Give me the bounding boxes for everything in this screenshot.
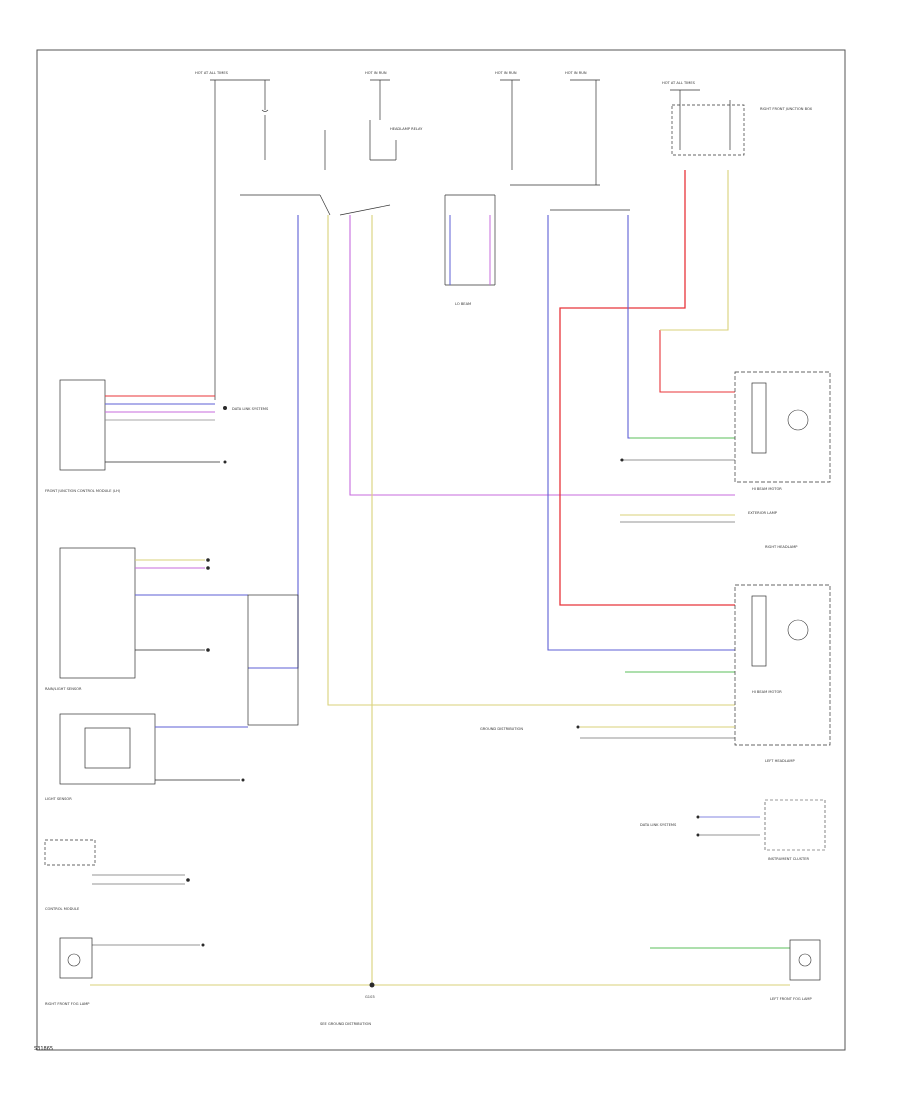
rh-headlamp-label: RIGHT HEADLAMP — [765, 545, 798, 549]
rh-headlamp-component — [620, 371, 831, 523]
data-link-label-1: DATA LINK SYSTEMS — [232, 407, 269, 411]
control-module-label: CONTROL MODULE — [45, 907, 80, 911]
exterior-lamp-label-1: EXTERIOR LAMP — [748, 511, 778, 515]
ground-bottom-label: G103 — [365, 995, 375, 999]
hi-beam-motor-label: HI BEAM MOTOR — [752, 487, 782, 491]
left-front-fog-label: LEFT FRONT FOG LAMP — [770, 997, 812, 1001]
ground-splice — [369, 982, 375, 988]
see-ground-label: SEE GROUND DISTRIBUTION — [320, 1022, 371, 1026]
wire-red-main — [559, 170, 735, 606]
top-fuse-block-mid — [324, 79, 397, 170]
top-fuse-block-left — [210, 79, 270, 400]
wire-yellow-rh — [660, 170, 729, 331]
ground-dist-label: GROUND DISTRIBUTION — [480, 727, 523, 731]
front-lh-module — [59, 379, 227, 471]
wire-blue-lh — [547, 215, 735, 651]
right-front-fog-lamp — [59, 937, 205, 979]
instrument-cluster-right — [696, 799, 826, 851]
top-fuse-block-far-right — [670, 89, 745, 156]
light-relay-label: HEADLAMP RELAY — [390, 127, 423, 131]
instrument-cluster — [44, 839, 190, 885]
light-sensor-label: LIGHT SENSOR — [45, 797, 72, 801]
page-code: S31865 — [34, 1046, 54, 1052]
lo-beam-motor-label: HI BEAM MOTOR — [752, 690, 782, 694]
data-link-label-2: DATA LINK SYSTEMS — [640, 823, 677, 827]
lh-headlamp-label: LEFT HEADLAMP — [765, 759, 795, 763]
wire-violet-main — [349, 215, 735, 496]
top-fuse-block-right — [500, 79, 600, 186]
hi-lo-switch-label: LO BEAM — [455, 302, 471, 306]
wire-yellow-lh-headlamp — [327, 215, 735, 706]
hot-in-run-label-2: HOT IN RUN — [495, 71, 517, 75]
rain-light-sensor — [59, 547, 248, 679]
hot-in-run-label-1: HOT IN RUN — [365, 71, 387, 75]
left-front-fog-lamp — [789, 939, 821, 981]
connector-box-middle — [247, 594, 299, 726]
wire-blue-rh — [627, 215, 735, 439]
diagram-border — [36, 49, 846, 1051]
hot-at-all-times-label-2: HOT AT ALL TIMES — [662, 81, 696, 85]
wire-blue-left — [248, 215, 299, 669]
light-sensor — [59, 713, 248, 785]
instrument-cluster-label: INSTRUMENT CLUSTER — [768, 857, 809, 861]
rain-light-sensor-label: RAIN/LIGHT SENSOR — [45, 687, 82, 691]
right-front-fog-label: RIGHT FRONT FOG LAMP — [45, 1002, 90, 1006]
hot-in-run-label-3: HOT IN RUN — [565, 71, 587, 75]
wire-red-to-rh — [659, 330, 735, 393]
rh-fuse-box-label: RIGHT FRONT JUNCTION BOX — [760, 107, 813, 111]
lh-headlamp-component — [576, 584, 831, 746]
hot-at-all-times-label-1: HOT AT ALL TIMES — [195, 71, 229, 75]
central-bus — [240, 194, 630, 286]
front-lh-module-label: FRONT JUNCTION CONTROL MODULE (LH) — [45, 489, 121, 493]
